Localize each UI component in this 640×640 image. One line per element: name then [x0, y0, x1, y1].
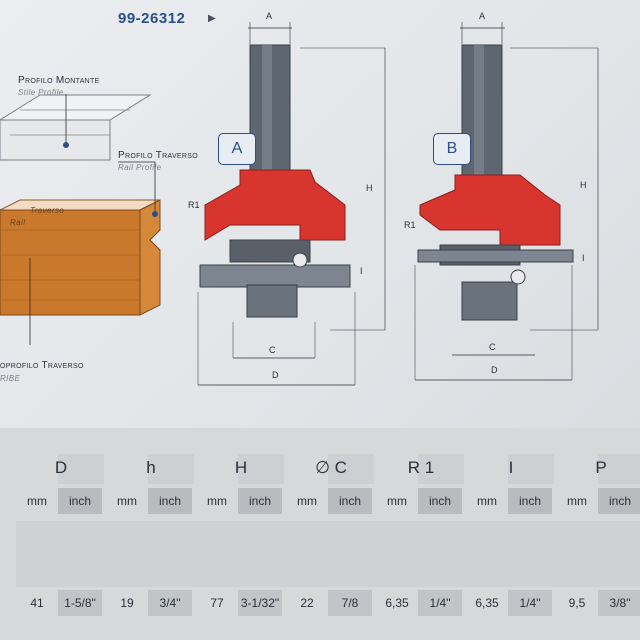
unit-mm: mm	[207, 494, 227, 508]
value-inch: 1-5/8"	[58, 590, 102, 616]
table-band	[16, 521, 640, 587]
counter-profile-label: oprofilo Traverso	[0, 360, 84, 371]
bit-b-dim-l: I	[582, 253, 585, 263]
unit-mm: mm	[117, 494, 137, 508]
header-shade	[148, 454, 194, 484]
unit-inch: inch	[418, 488, 462, 514]
bit-b-dim-d: D	[491, 365, 498, 375]
traverso-stamp: Traverso	[30, 206, 65, 215]
unit-inch: inch	[598, 488, 640, 514]
rail-profile-label: Profilo Traverso	[118, 150, 198, 161]
unit-mm: mm	[477, 494, 497, 508]
value-inch: 1/4"	[508, 590, 552, 616]
value-mm: 6,35	[385, 596, 409, 610]
unit-mm: mm	[27, 494, 47, 508]
unit-inch: inch	[238, 488, 282, 514]
header-shade	[418, 454, 464, 484]
bit-a-badge: A	[218, 133, 256, 165]
value-mm: 22	[300, 596, 314, 610]
value-inch: 3-1/32"	[238, 590, 282, 616]
rail-profile-sub: Rail Profile	[118, 163, 162, 172]
bit-a-dim-l: I	[360, 266, 363, 276]
unit-mm: mm	[297, 494, 317, 508]
column-title: h	[146, 458, 156, 477]
bit-a-dim-h: H	[366, 183, 373, 193]
unit-inch: inch	[508, 488, 552, 514]
router-bit-b	[417, 44, 574, 321]
unit-inch: inch	[58, 488, 102, 514]
value-mm: 77	[210, 596, 224, 610]
bit-b-r1: R1	[404, 220, 416, 230]
column-title: I	[508, 458, 514, 477]
column-title: P	[595, 458, 607, 477]
bit-a-dim-a: A	[266, 11, 273, 21]
rail-stamp: Rail	[10, 218, 26, 227]
header-shade	[328, 454, 374, 484]
stile-profile-sub: Stile Profile	[18, 88, 64, 97]
catalog-sheet: 99-26312 ▶	[0, 0, 640, 428]
stile-profile-drawing	[0, 94, 152, 161]
header-shade	[58, 454, 104, 484]
bit-a-dim-c: C	[269, 345, 276, 355]
router-bit-a	[199, 44, 351, 318]
unit-mm: mm	[387, 494, 407, 508]
header-shade	[598, 454, 640, 484]
unit-inch: inch	[328, 488, 372, 514]
value-inch: 3/8"	[598, 590, 640, 616]
value-inch: 1/4"	[418, 590, 462, 616]
column-title: ∅ C	[315, 458, 347, 477]
unit-mm: mm	[567, 494, 587, 508]
product-code: 99-26312	[118, 10, 186, 27]
bit-a-r1: R1	[188, 200, 200, 210]
bit-a-dim-d: D	[272, 370, 279, 380]
column-title: H	[234, 458, 248, 477]
value-inch: 3/4"	[148, 590, 192, 616]
column-title: R 1	[407, 458, 435, 477]
code-arrow-icon: ▶	[208, 13, 216, 24]
unit-inch: inch	[148, 488, 192, 514]
value-mm: 19	[120, 596, 134, 610]
rail-profile-drawing	[0, 199, 161, 316]
header-shade	[508, 454, 554, 484]
value-mm: 9,5	[568, 596, 586, 610]
technical-drawing	[0, 22, 599, 386]
value-mm: 6,35	[475, 596, 499, 610]
value-inch: 7/8	[328, 590, 372, 616]
column-title: D	[54, 458, 68, 477]
bit-b-badge: B	[433, 133, 471, 165]
bit-b-dim-a: A	[479, 11, 486, 21]
counter-profile-sub: RIBE	[0, 374, 21, 383]
bit-b-dim-h: H	[580, 180, 587, 190]
stile-profile-label: Profilo Montante	[18, 75, 100, 86]
bit-b-dim-c: C	[489, 342, 496, 352]
header-shade	[238, 454, 284, 484]
value-mm: 41	[30, 596, 44, 610]
